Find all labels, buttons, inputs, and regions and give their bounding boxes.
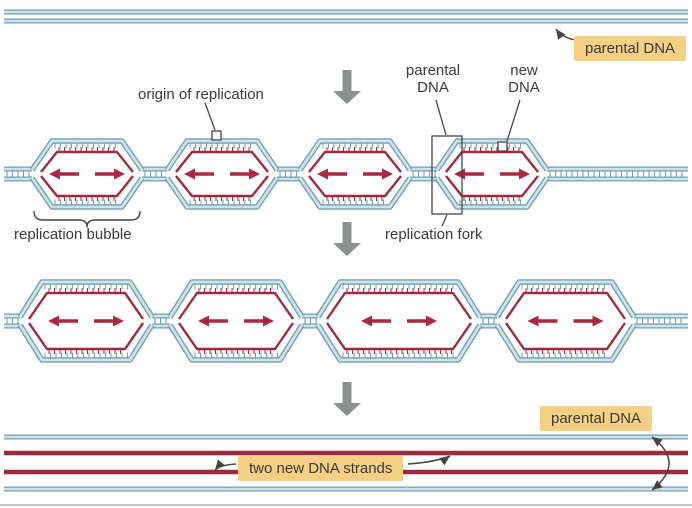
replication-bubble-label: replication bubble [14, 226, 132, 243]
parental-dna-label-top: parental DNA [574, 36, 687, 61]
origin-of-replication-label: origin of replication [138, 86, 264, 103]
new-dna-label: new DNA [508, 62, 540, 96]
parental-dna-label-bottom: parental DNA [540, 406, 653, 431]
fork-parental-dna-label: parental DNA [405, 62, 461, 96]
two-new-dna-strands-label: two new DNA strands [238, 456, 404, 481]
replication-fork-label: replication fork [385, 226, 483, 243]
